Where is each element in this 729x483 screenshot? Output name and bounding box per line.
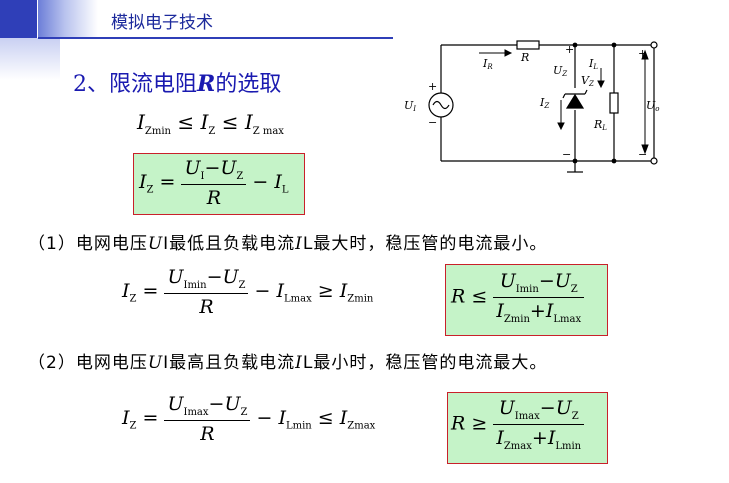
case2-text: （2）电网电压UI最高且负载电流IL最小时，稳压管的电流最大。 bbox=[28, 353, 548, 373]
svg-text:+: + bbox=[428, 80, 437, 93]
case2-left-formula: IZ = UImax−UZ R − ILmin ≤ IZmax bbox=[122, 393, 376, 445]
svg-text:−: − bbox=[428, 116, 437, 129]
svg-text:IR: IR bbox=[482, 57, 493, 71]
zener-diode bbox=[565, 93, 585, 109]
svg-text:UI: UI bbox=[404, 99, 416, 113]
iz-formula: IZ = UI−UZ R − IL bbox=[139, 157, 289, 209]
header-title: 模拟电子技术 bbox=[111, 13, 213, 33]
case1-text: （1）电网电压UI最低且负载电流IL最大时，稳压管的电流最小。 bbox=[28, 234, 548, 254]
svg-text:+: + bbox=[638, 47, 647, 60]
section-title-pre: 限流电阻 bbox=[109, 72, 198, 97]
svg-text:Uo: Uo bbox=[646, 99, 660, 113]
svg-text:RL: RL bbox=[593, 118, 607, 132]
header-gradient-bar bbox=[38, 0, 98, 38]
section-title-var: R bbox=[197, 71, 216, 97]
section-title: 2、限流电阻R的选取 bbox=[73, 66, 281, 98]
svg-text:VZ: VZ bbox=[581, 74, 594, 88]
iz-fraction: UI−UZ R bbox=[181, 157, 247, 209]
header-accent-block bbox=[0, 0, 37, 38]
case1-r-formula-box bbox=[445, 264, 608, 336]
resistor-r bbox=[516, 40, 540, 50]
header-divider bbox=[38, 37, 393, 39]
svg-text:IL: IL bbox=[588, 57, 598, 71]
svg-text:+: + bbox=[565, 43, 574, 56]
svg-text:−: − bbox=[638, 148, 647, 161]
resistor-rl bbox=[609, 92, 619, 114]
svg-text:UZ: UZ bbox=[553, 64, 567, 78]
range-formula: IZmin ≤ IZ ≤ IZ max bbox=[137, 110, 284, 137]
case2-r-formula-box bbox=[447, 392, 608, 464]
svg-text:−: − bbox=[562, 148, 571, 161]
case1-left-formula: IZ = UImin−UZ R − ILmax ≥ IZmin bbox=[122, 266, 374, 318]
section-title-post: 的选取 bbox=[215, 72, 282, 97]
header-fade bbox=[0, 38, 60, 80]
svg-text:R: R bbox=[520, 51, 529, 64]
zener-regulator-circuit: IR R + IL UZ VZ + UI + − IZ RL Uo − − bbox=[404, 40, 660, 173]
case2-r-formula: R ≥ UImax−UZ IZmax+ILmin bbox=[451, 397, 585, 452]
case1-r-formula: R ≤ UImin−UZ IZmin+ILmax bbox=[451, 270, 585, 325]
section-number: 2、 bbox=[73, 72, 109, 97]
svg-text:IZ: IZ bbox=[539, 96, 549, 110]
